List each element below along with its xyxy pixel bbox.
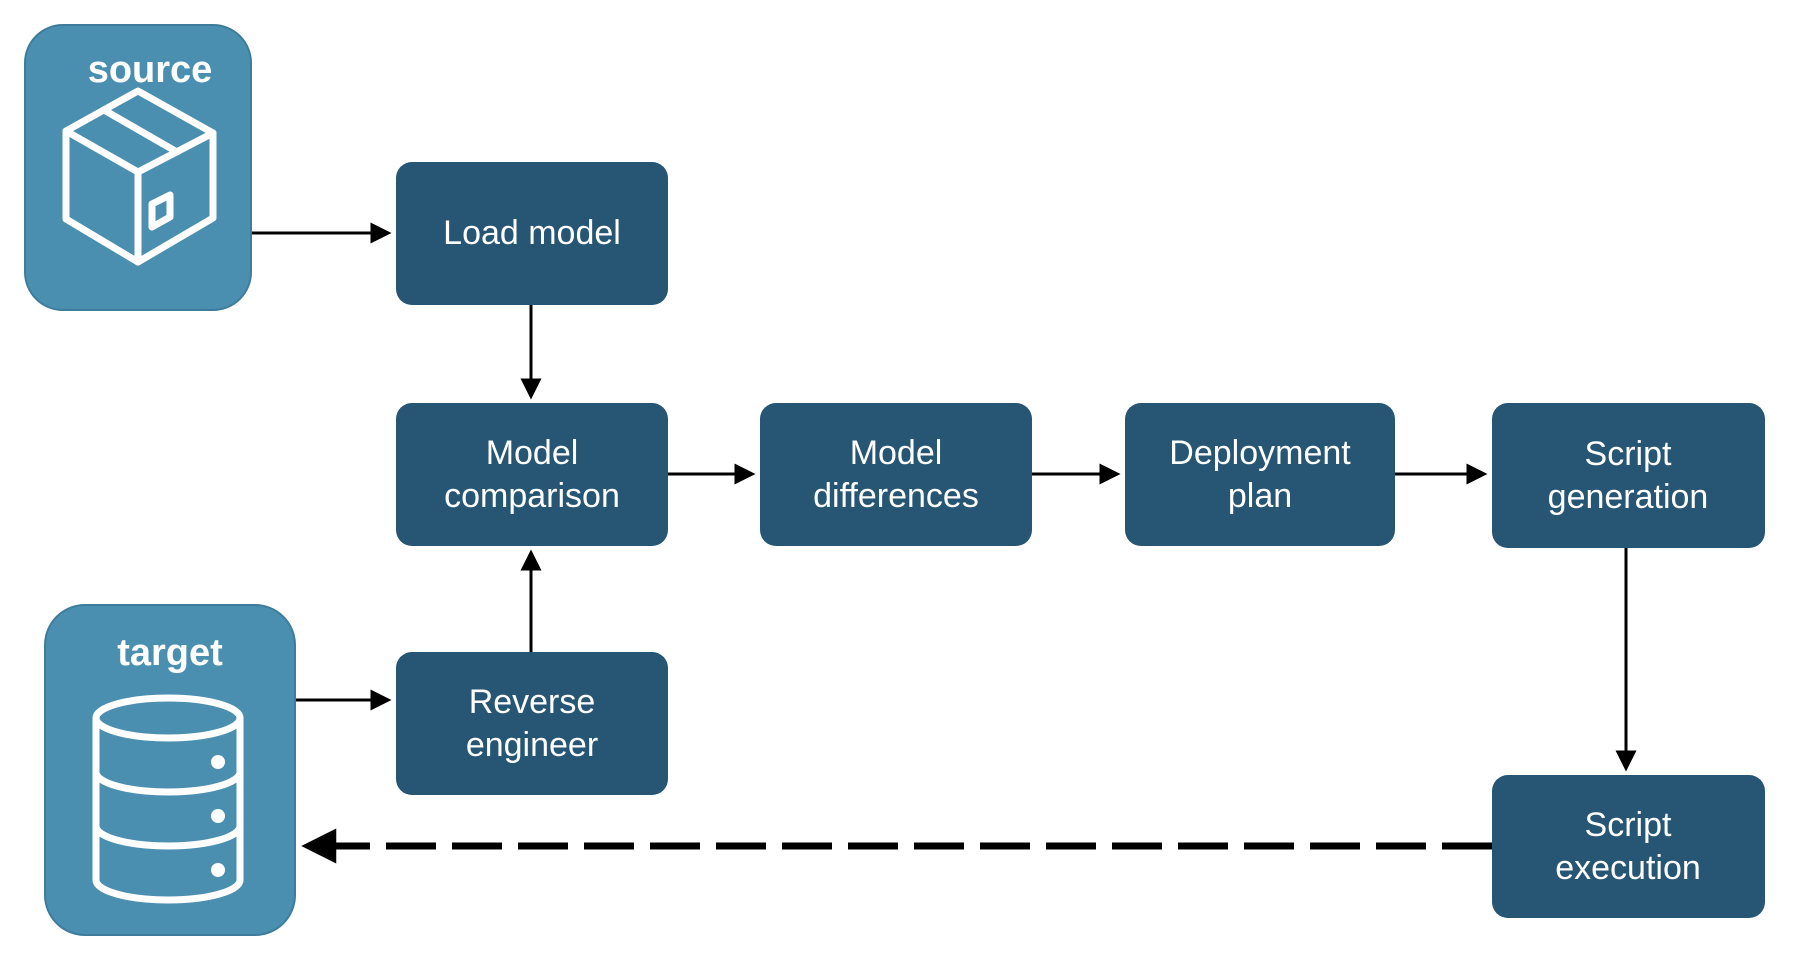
model-comparison-label-line2: comparison [444,477,620,515]
model-differences-label-line1: Model [850,434,943,472]
model-comparison-box[interactable] [396,403,668,546]
node-model-differences[interactable]: Model differences [760,403,1032,546]
target-label: target [117,632,223,674]
edges-layer [251,222,1637,864]
reverse-engineer-label-line1: Reverse [469,683,596,721]
deployment-plan-box[interactable] [1125,403,1395,546]
script-generation-box[interactable] [1492,403,1765,548]
load-model-label: Load model [443,214,621,252]
package-box-icon [62,87,217,266]
model-differences-box[interactable] [760,403,1032,546]
source-label: source [88,49,213,91]
reverse-engineer-box[interactable] [396,652,668,795]
script-generation-label-line1: Script [1585,435,1672,473]
node-reverse-engineer[interactable]: Reverse engineer [396,652,668,795]
script-generation-label-line2: generation [1548,478,1709,516]
model-differences-label-line2: differences [813,477,979,515]
script-execution-box[interactable] [1492,775,1765,918]
node-script-execution[interactable]: Script execution [1492,775,1765,918]
endpoint-target[interactable]: target [44,604,296,936]
deployment-plan-label-line2: plan [1228,477,1292,515]
endpoint-source[interactable]: source [24,24,252,311]
script-execution-label-line1: Script [1585,806,1672,844]
script-execution-label-line2: execution [1555,849,1701,887]
node-script-generation[interactable]: Script generation [1492,403,1765,548]
deployment-plan-label-line1: Deployment [1169,434,1351,472]
database-cylinder-icon [92,694,244,904]
target-box[interactable] [44,604,296,936]
reverse-engineer-label-line2: engineer [466,726,598,764]
source-box[interactable] [24,24,252,311]
load-model-box[interactable] [396,162,668,305]
node-load-model[interactable]: Load model [396,162,668,305]
node-deployment-plan[interactable]: Deployment plan [1125,403,1395,546]
model-comparison-label-line1: Model [486,434,579,472]
node-model-comparison[interactable]: Model comparison [396,403,668,546]
